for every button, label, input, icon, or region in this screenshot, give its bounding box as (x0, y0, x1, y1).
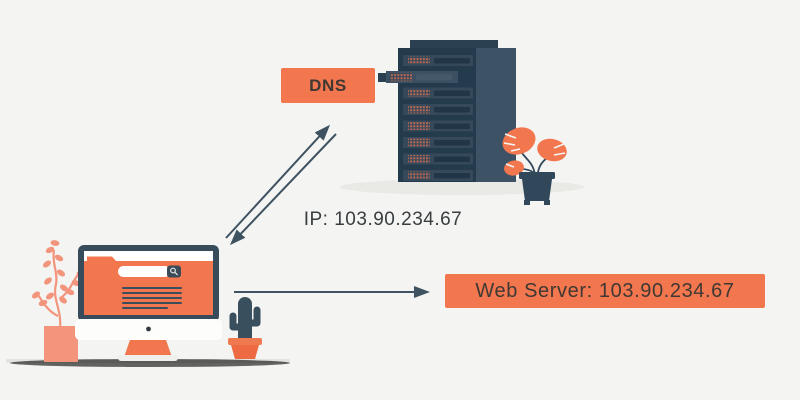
server-rack-units (378, 55, 473, 181)
monitor-camera-dot (146, 326, 151, 332)
page-text-lines (122, 287, 182, 309)
web-server-label: Web Server: 103.90.234.67 (445, 274, 765, 308)
cactus-pot-rim (228, 338, 262, 345)
desk-plant-icon (31, 240, 86, 362)
dns-label: DNS (281, 68, 375, 103)
monitor-stand (124, 340, 172, 357)
server-pulled-tray (378, 71, 458, 83)
browser-tab (87, 256, 116, 261)
arrow-query-to-dns (225, 124, 331, 239)
cactus-pot (231, 345, 259, 359)
monitor-base (118, 355, 178, 361)
arrow-response-to-client (229, 133, 337, 246)
server-side-panel (476, 48, 516, 182)
search-bar[interactable] (118, 266, 170, 277)
cactus-icon (228, 297, 262, 359)
search-icon[interactable] (167, 265, 181, 278)
server-plant-icon (502, 127, 567, 205)
monitor-illustration (75, 245, 222, 361)
flow-arrows (225, 124, 430, 298)
ip-address-text: IP: 103.90.234.67 (303, 209, 463, 230)
client-computer-illustration (6, 240, 290, 367)
browser-window (84, 251, 213, 315)
dns-server-illustration (340, 40, 584, 205)
desk-plant-pot (44, 326, 78, 362)
server-top-cap (410, 40, 498, 50)
